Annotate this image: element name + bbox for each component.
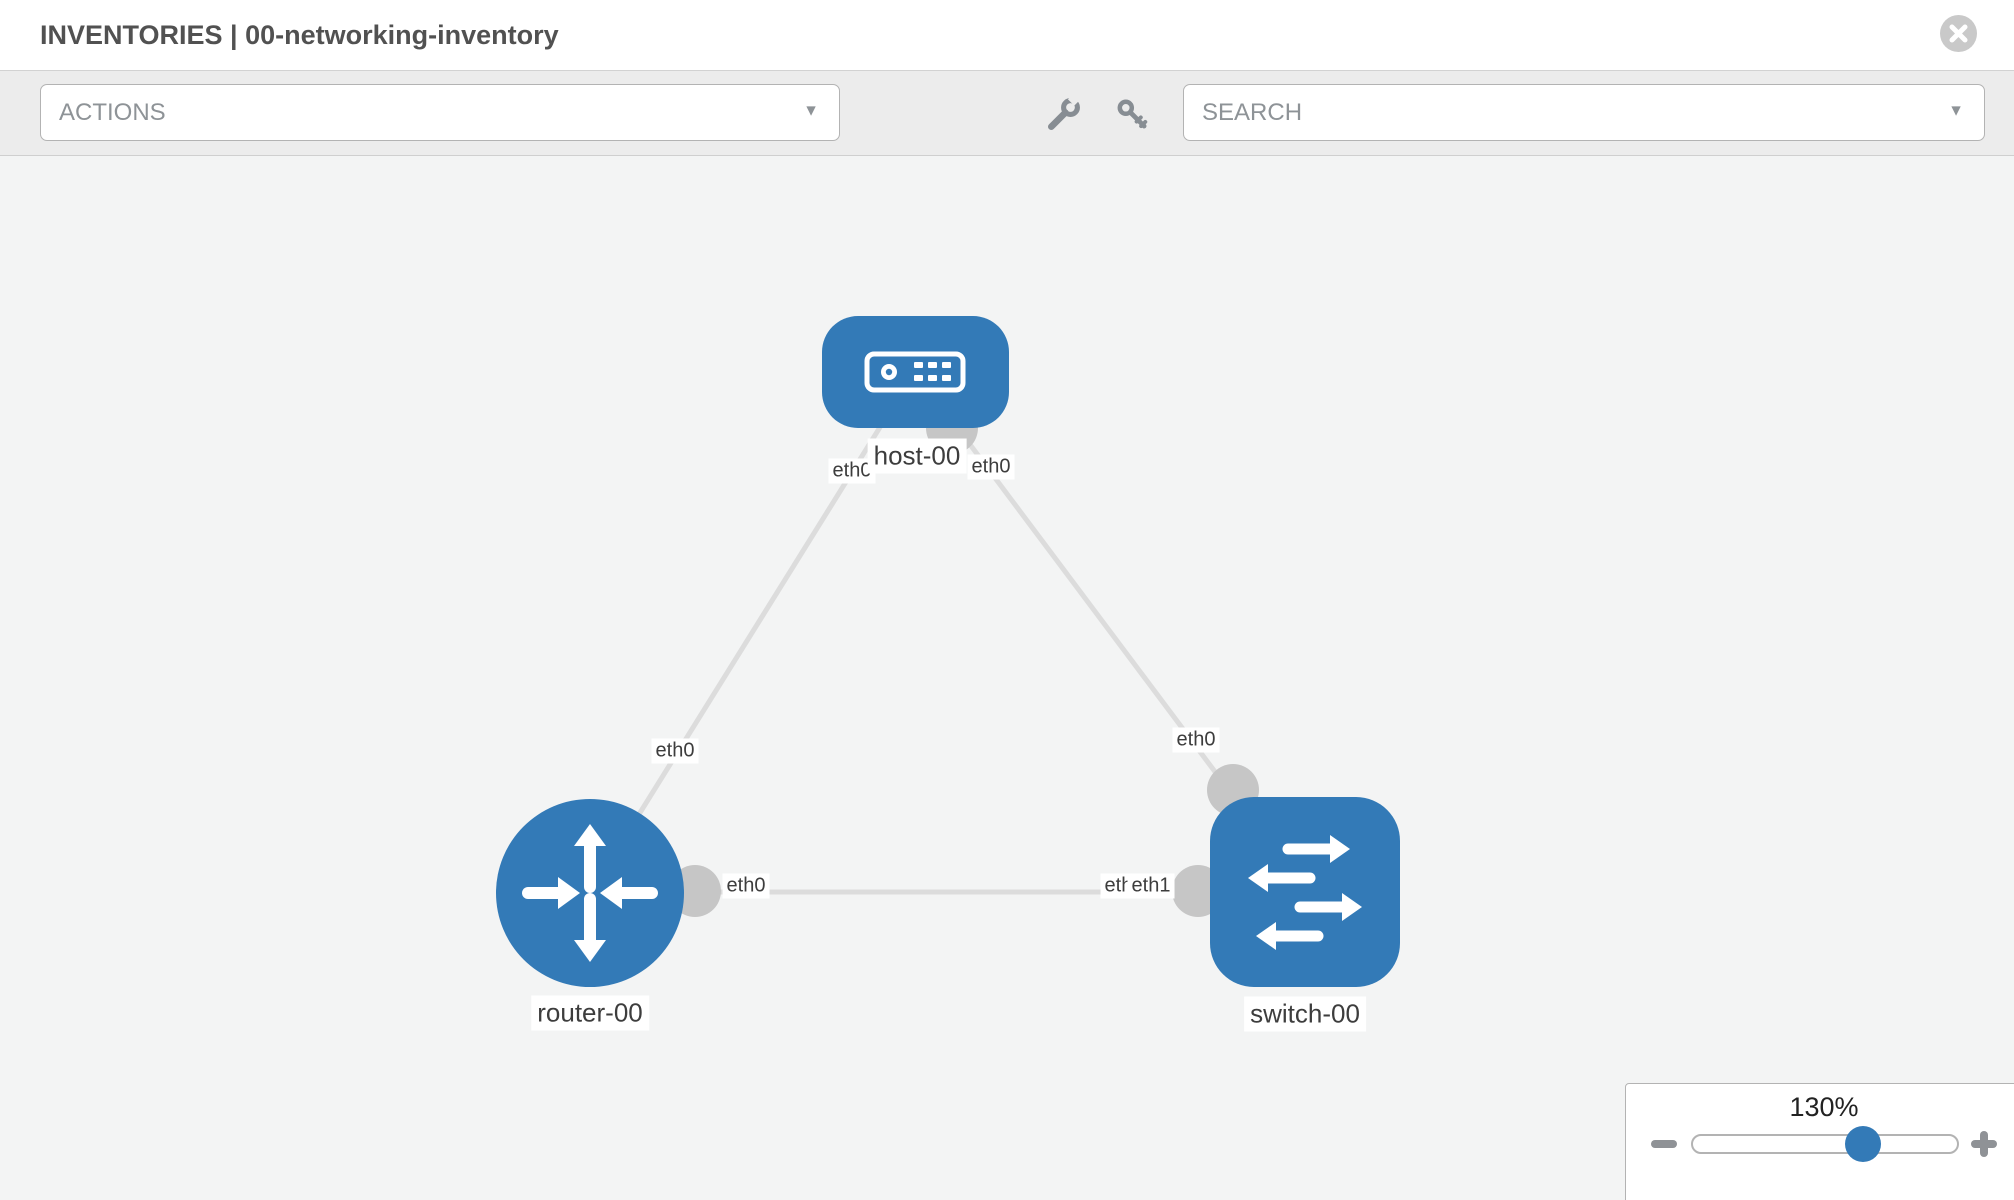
key-icon[interactable] bbox=[1115, 97, 1151, 133]
link-host-router[interactable] bbox=[587, 369, 918, 895]
zoom-panel: 130% bbox=[1625, 1083, 2014, 1200]
search-dropdown[interactable]: SEARCH ▼ bbox=[1183, 84, 1985, 141]
search-dropdown-label: SEARCH bbox=[1202, 99, 1303, 126]
toolbar: ACTIONS ▼ SEARCH ▼ bbox=[0, 70, 2014, 156]
header: INVENTORIES | 00-networking-inventory bbox=[0, 0, 2014, 70]
node-switch-00[interactable] bbox=[1210, 797, 1400, 987]
node-router-00[interactable] bbox=[496, 799, 684, 987]
host-icon bbox=[864, 351, 966, 393]
page-title: INVENTORIES | 00-networking-inventory bbox=[40, 20, 559, 50]
node-label-router-00[interactable]: router-00 bbox=[531, 995, 649, 1031]
interface-label-switch-eth1: eth1 bbox=[1127, 873, 1175, 899]
interface-label-router-eth0-diag: eth0 bbox=[651, 738, 699, 764]
zoom-level: 130% bbox=[1789, 1092, 1859, 1122]
zoom-in-icon[interactable] bbox=[1971, 1131, 1997, 1157]
switch-icon bbox=[1248, 835, 1362, 950]
zoom-slider-track[interactable] bbox=[1691, 1134, 1959, 1154]
wrench-icon[interactable] bbox=[1045, 92, 1081, 133]
node-host-00[interactable] bbox=[822, 316, 1009, 428]
close-button[interactable] bbox=[1940, 15, 1977, 52]
actions-dropdown[interactable]: ACTIONS ▼ bbox=[40, 84, 840, 141]
chevron-down-icon: ▼ bbox=[803, 101, 819, 119]
interface-label-switch-eth0-diag: eth0 bbox=[1172, 727, 1220, 753]
node-label-host-00[interactable]: host-00 bbox=[867, 438, 967, 474]
zoom-slider-thumb[interactable] bbox=[1845, 1126, 1881, 1162]
router-icon bbox=[522, 824, 658, 962]
zoom-out-icon[interactable] bbox=[1651, 1140, 1677, 1148]
topology-canvas[interactable]: eth0 host-00 eth0 eth0 eth0 eth0 eth0 et… bbox=[0, 156, 2014, 1200]
interface-label-router-eth0-horiz: eth0 bbox=[722, 873, 770, 899]
node-label-switch-00[interactable]: switch-00 bbox=[1244, 996, 1366, 1032]
actions-dropdown-label: ACTIONS bbox=[59, 99, 166, 126]
chevron-down-icon: ▼ bbox=[1948, 101, 1964, 119]
interface-label-host-eth0-right: eth0 bbox=[967, 454, 1015, 480]
